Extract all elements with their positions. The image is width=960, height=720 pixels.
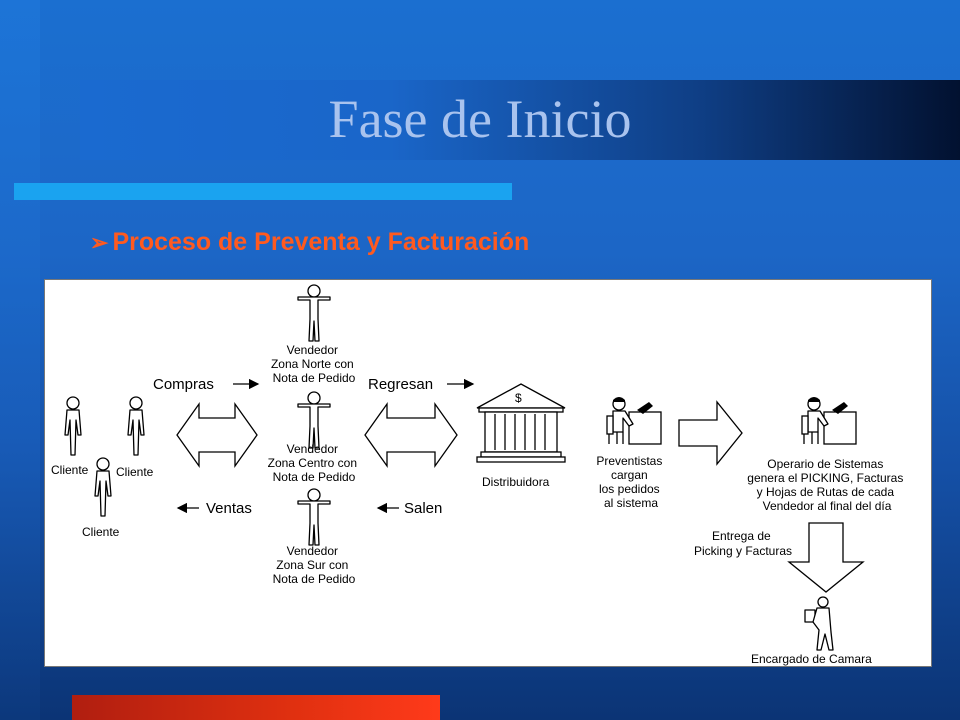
slide-title: Fase de Inicio [328, 89, 632, 149]
operario-label: Operario de Sistemas genera el PICKING, … [747, 457, 906, 513]
subtitle-text: Proceso de Preventa y Facturación [112, 228, 530, 256]
vendedor-norte-figure [297, 284, 331, 342]
cliente-figure-2 [127, 396, 145, 456]
slide-subtitle: ➢Proceso de Preventa y Facturación [90, 228, 529, 257]
vendedor-centro-figure [297, 391, 331, 449]
encargado-label: Encargado de Camara [751, 652, 872, 666]
process-diagram: Cliente Cliente Cliente Compras Ventas V… [44, 279, 932, 667]
down-arrow-icon [787, 522, 865, 593]
vendedor-sur-label: Vendedor Zona Sur con Nota de Pedido [273, 544, 356, 586]
dollar-sign-label: $ [515, 391, 522, 405]
double-arrow-clients-vendors-icon [176, 401, 258, 469]
distribuidora-building-icon [476, 383, 566, 463]
operario-computer-icon [801, 396, 857, 445]
double-arrow-vendors-distribuidora-icon [364, 401, 458, 469]
background-left-strip [0, 0, 40, 720]
encargado-figure-icon [804, 596, 834, 651]
title-underline-bar [14, 183, 512, 200]
vendedor-centro-label: Vendedor Zona Centro con Nota de Pedido [268, 442, 361, 484]
compras-label: Compras [153, 376, 214, 393]
vendedor-sur-figure [297, 488, 331, 546]
cliente-figure-3 [94, 457, 112, 517]
process-right-arrow-icon [678, 400, 743, 466]
diagram-canvas: Cliente Cliente Cliente Compras Ventas V… [51, 284, 906, 666]
cliente-label-2: Cliente [116, 465, 154, 479]
preventista-computer-icon [606, 396, 662, 445]
distribuidora-label: Distribuidora [482, 475, 550, 489]
preventistas-label: Preventistas cargan los pedidos al siste… [596, 454, 665, 510]
cliente-figure-1 [64, 396, 82, 456]
arrow-bullet-icon: ➢ [90, 230, 109, 255]
cliente-label-3: Cliente [82, 525, 120, 539]
ventas-label: Ventas [206, 500, 252, 517]
salen-label: Salen [404, 500, 442, 517]
title-band [80, 80, 960, 160]
decorative-red-bar [72, 695, 440, 720]
entrega-label: Entrega de Picking y Facturas [694, 529, 792, 558]
cliente-label-1: Cliente [51, 463, 89, 477]
regresan-label: Regresan [368, 376, 433, 393]
vendedor-norte-label: Vendedor Zona Norte con Nota de Pedido [271, 343, 357, 385]
